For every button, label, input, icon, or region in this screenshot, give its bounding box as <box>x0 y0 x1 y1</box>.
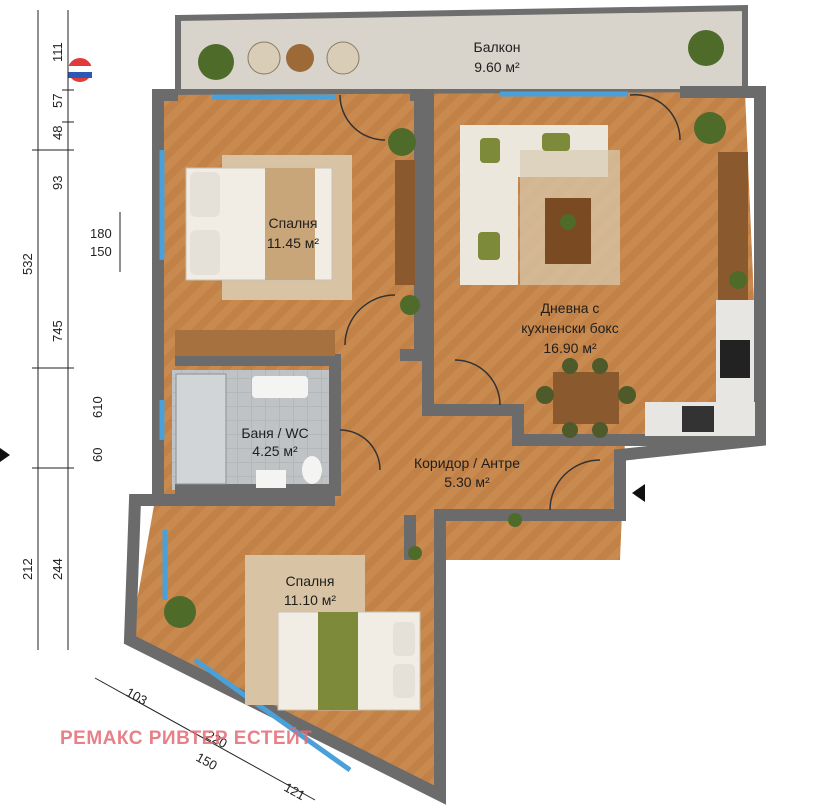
left-marker-icon <box>0 448 10 462</box>
dim-bottom-2: 150 <box>194 750 220 774</box>
bathroom-label: Баня / WC <box>241 425 308 441</box>
dim-left-outer-2: 212 <box>20 558 35 580</box>
cooktop <box>720 340 750 378</box>
dim-left-inner-6: 244 <box>50 558 65 580</box>
dimension-lines <box>32 10 316 801</box>
dim-window-0: 180 <box>90 226 112 241</box>
bedroom2-label: Спалня <box>286 573 335 589</box>
walls <box>123 86 766 805</box>
coffee-table <box>545 198 591 264</box>
dim-left-inner-3: 93 <box>50 176 65 190</box>
bathroom-area-label: 4.25 м² <box>252 443 298 459</box>
bed-1 <box>185 155 352 300</box>
dim-bottom-3: 121 <box>282 780 308 804</box>
bedroom1-area-label: 11.45 м² <box>267 235 320 251</box>
washbasin <box>252 376 308 398</box>
sink <box>682 406 714 432</box>
living-area-label: 16.90 м² <box>543 340 597 356</box>
shower <box>175 373 227 485</box>
living-label-line2: кухненски бокс <box>521 320 618 336</box>
remax-balloon-icon <box>68 58 92 82</box>
dim-left-inner-1: 57 <box>50 94 65 108</box>
windows <box>159 91 628 773</box>
bedroom1-label: Спалня <box>269 215 318 231</box>
balcony-furniture <box>247 41 360 75</box>
entrance-arrow-icon <box>632 484 645 502</box>
dim-bottom-0: 103 <box>124 685 150 709</box>
plants <box>164 30 747 628</box>
dining-table <box>536 358 636 438</box>
bed-2 <box>245 555 421 711</box>
dim-left-inner-4: 610 <box>90 396 105 418</box>
wardrobe-1 <box>175 330 335 356</box>
dim-left-inner-0: 111 <box>50 42 65 62</box>
dim-window-1: 150 <box>90 244 112 259</box>
dim-left-inner-2: 48 <box>50 126 65 140</box>
agency-watermark: РЕМАКС РИВТЕР ЕСТЕЙТ <box>60 728 313 749</box>
dim-left-inner-5: 60 <box>90 448 105 462</box>
balcony-label: Балкон <box>474 39 521 55</box>
corridor-label: Коридор / Антре <box>414 455 520 471</box>
door-swings <box>339 93 681 511</box>
balcony-area-label: 9.60 м² <box>474 59 520 75</box>
tv-unit-1 <box>395 160 415 285</box>
living-label-line1: Дневна с <box>541 300 600 316</box>
bedroom2-area-label: 11.10 м² <box>284 592 337 608</box>
washing-machine <box>256 470 286 488</box>
dim-left-outer-1: 745 <box>50 320 65 342</box>
dim-left-outer-0: 532 <box>20 253 35 275</box>
sofa <box>460 125 620 285</box>
toilet <box>302 456 322 484</box>
corridor-area-label: 5.30 м² <box>444 474 490 490</box>
